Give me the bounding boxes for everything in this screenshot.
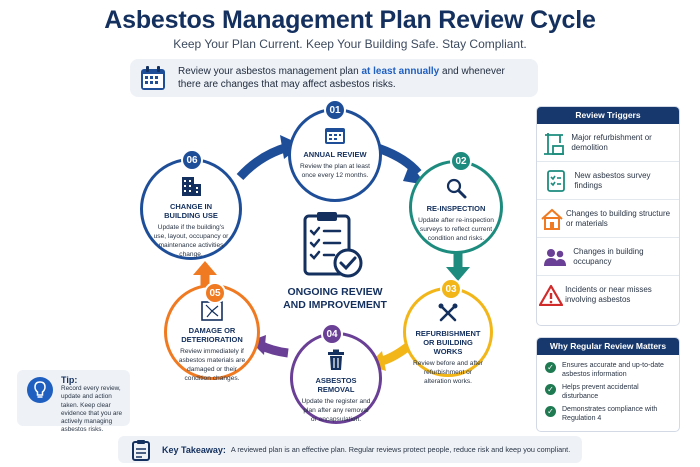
banner-text: Review your asbestos management plan at …: [178, 66, 505, 90]
trigger-item: Changes in building occupancy: [537, 238, 679, 276]
lightbulb-icon: [27, 377, 53, 403]
house-icon: [540, 208, 563, 230]
trash-icon: [328, 349, 344, 370]
check-icon: ✓: [545, 406, 556, 417]
trigger-item: Incidents or near misses involving asbes…: [537, 276, 679, 314]
panel-heading: Review Triggers: [537, 107, 679, 124]
tip-heading: Tip:: [61, 375, 78, 385]
arrow-02-to-03-head: [446, 267, 470, 281]
takeaway-text: A reviewed plan is an effective plan. Re…: [230, 445, 571, 454]
arrow-06-to-01: [236, 142, 290, 181]
stage-number-badge: 04: [321, 323, 343, 345]
stage-number-badge: 01: [324, 99, 346, 121]
trigger-item: Changes to building structure or materia…: [537, 200, 679, 238]
banner-highlight: at least annually: [361, 66, 440, 77]
trigger-item: Major refurbishment or demolition: [537, 124, 679, 162]
annual-review-banner: Review your asbestos management plan at …: [130, 59, 538, 97]
building-icon: [182, 177, 201, 196]
page-title: Asbestos Management Plan Review Cycle: [104, 6, 596, 34]
panel-heading: Why Regular Review Matters: [537, 338, 679, 355]
stage-re-inspection: RE-INSPECTION Update after re-inspection…: [409, 160, 503, 254]
people-icon: [544, 248, 567, 266]
why-item: ✓Ensures accurate and up-to-date asbesto…: [537, 355, 679, 379]
check-icon: ✓: [545, 384, 556, 395]
clipboard-icon: [132, 440, 150, 461]
tip-text: Record every review, update and action t…: [61, 385, 123, 434]
calendar-icon: [141, 66, 165, 90]
clipboard-checklist-icon: [303, 212, 363, 278]
check-icon: ✓: [545, 362, 556, 373]
why-item: ✓Helps prevent accidental disturbance: [537, 379, 679, 401]
tip-box: Tip: Record every review, update and act…: [17, 370, 130, 433]
stage-refurbishment: REFURBISHMENT OR BUILDING WORKS Review b…: [403, 287, 493, 385]
damaged-panel-icon: [201, 301, 223, 321]
tools-icon: [438, 303, 458, 322]
stage-number-badge: 02: [450, 150, 472, 172]
trigger-item: New asbestos survey findings: [537, 162, 679, 200]
stage-number-badge: 05: [204, 282, 226, 304]
checklist-icon: [546, 169, 565, 192]
review-triggers-panel: Review Triggers Major refurbishment or d…: [536, 106, 680, 326]
warning-icon: [539, 284, 564, 306]
stage-change-building-use: CHANGE IN BUILDING USE Update if the bui…: [140, 158, 242, 260]
takeaway-label: Key Takeaway:: [162, 444, 226, 455]
why-review-matters-panel: Why Regular Review Matters ✓Ensures accu…: [536, 337, 680, 432]
stage-number-badge: 06: [181, 149, 203, 171]
magnifier-icon: [446, 178, 467, 199]
stage-annual-review: ANNUAL REVIEW Review the plan at least o…: [288, 108, 382, 202]
arrow-05-to-06-head: [193, 261, 217, 275]
why-item: ✓Demonstrates compliance with Regulation…: [537, 401, 679, 423]
key-takeaway-bar: Key Takeaway: A reviewed plan is an effe…: [118, 436, 582, 463]
stage-number-badge: 03: [440, 278, 462, 300]
page-subtitle: Keep Your Plan Current. Keep Your Buildi…: [173, 37, 527, 51]
stage-asbestos-removal: ASBESTOS REMOVAL Update the register and…: [290, 332, 382, 424]
calendar-icon: [325, 128, 345, 144]
crane-icon: [544, 132, 565, 155]
